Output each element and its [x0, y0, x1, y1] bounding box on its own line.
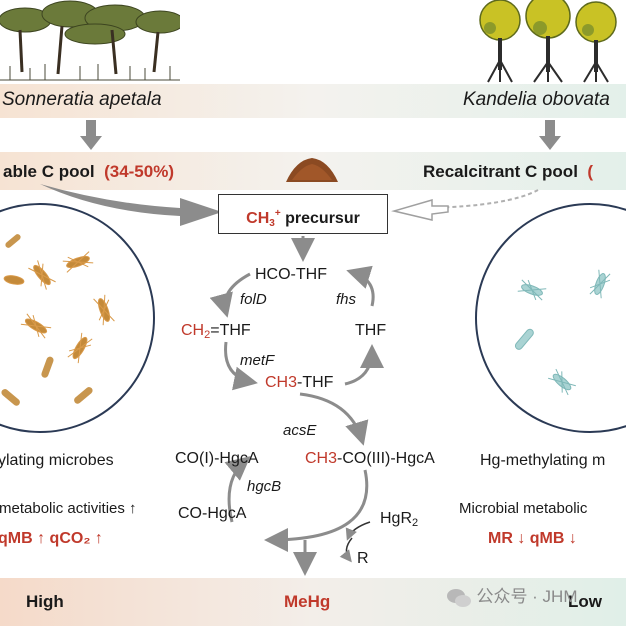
- wechat-icon: [447, 588, 471, 607]
- recalcitrant-to-precursor-arrow: [391, 189, 539, 221]
- soil-pile-icon: [286, 158, 338, 182]
- r-label: R: [357, 550, 369, 567]
- co-hgca-label: CO-HgcA: [178, 505, 247, 522]
- gene-fhs: fhs: [336, 291, 357, 308]
- gene-hgcb: hgcB: [247, 478, 282, 495]
- precursor-text: precursur: [280, 210, 360, 227]
- precursor-ch: CH: [246, 210, 270, 227]
- left-microbes-illustration: [1, 234, 115, 406]
- right-microbes-illustration: [514, 269, 611, 396]
- gene-fold: folD: [240, 291, 267, 308]
- hco-thf-label: HCO-THF: [255, 266, 327, 283]
- precursor-sup: +: [274, 208, 281, 219]
- labile-c-pool-percent: (34-50%): [104, 162, 174, 181]
- kandelia-trees-illustration: [479, 0, 617, 83]
- high-label: High: [26, 592, 64, 611]
- labile-c-pool-label: able C pool (34-50%): [3, 162, 174, 181]
- thf-label: THF: [355, 322, 387, 339]
- left-microbes-label: ylating microbes: [0, 452, 114, 469]
- hgr2-label: HgR2: [380, 510, 419, 529]
- right-species-label: Kandelia obovata: [463, 89, 610, 110]
- ch2-thf-label: CH2=THF: [181, 322, 251, 341]
- watermark-text: 公众号 · JHM: [476, 587, 578, 606]
- right-metabolic-stats: MR ↓ qMB ↓: [488, 530, 577, 547]
- low-label: Low: [568, 592, 602, 611]
- co-i-hgca-label: CO(I)-HgcA: [175, 450, 259, 467]
- precursor-box: CH3+ precursur: [218, 194, 388, 234]
- right-microbes-label: Hg-methylating m: [480, 452, 606, 469]
- right-metabolic-activities: Microbial metabolic: [459, 500, 588, 517]
- left-metabolic-stats: qMB ↑ qCO₂ ↑: [0, 530, 103, 547]
- left-metabolic-activities: metabolic activities ↑: [0, 500, 137, 517]
- ch3-thf-label: CH3-THF: [265, 374, 334, 391]
- species-down-arrows: [80, 120, 561, 150]
- gene-acse: acsE: [283, 422, 317, 439]
- gene-metf: metF: [240, 352, 275, 369]
- wechat-watermark: 公众号 · JHM: [446, 582, 578, 609]
- recalcitrant-c-pool-label: Recalcitrant C pool (: [423, 162, 594, 181]
- sonneratia-trees-illustration: [0, 0, 180, 81]
- ch3-co-iii-hgca-label: CH3-CO(III)-HgcA: [305, 450, 435, 467]
- precursor-sub: 3: [269, 218, 275, 229]
- left-species-label: Sonneratia apetala: [2, 89, 162, 110]
- mehg-label: MeHg: [284, 592, 331, 611]
- recalcitrant-c-pool-percent: (: [587, 162, 594, 181]
- labile-to-precursor-arrow: [40, 184, 222, 226]
